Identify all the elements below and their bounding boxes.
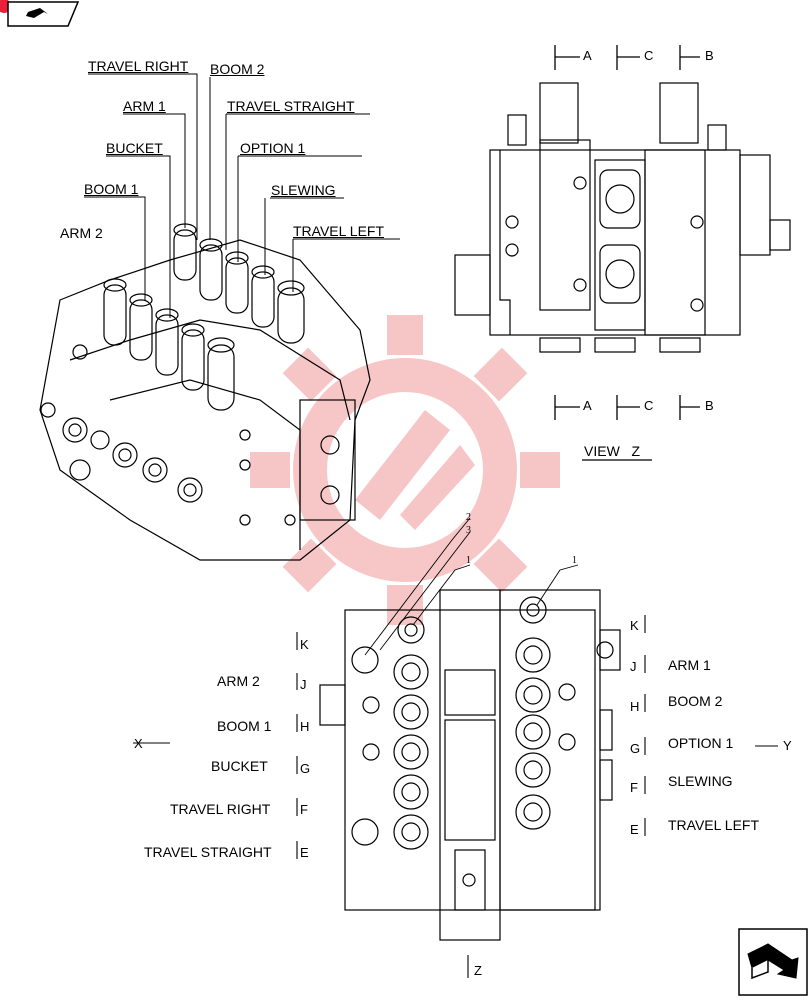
bottom-left-name-0: ARM 2 [217,673,260,689]
callout-3: 3 [466,525,471,536]
bottom-right-port-4: E [630,822,639,837]
port-k-left: K [300,637,309,652]
view-y-label: Y [783,738,792,753]
view-x-label: X [134,736,143,751]
label-travel-left: TRAVEL LEFT [293,223,385,239]
label-bucket: BUCKET [106,140,163,156]
bottom-right-name-4: TRAVEL LEFT [668,817,760,833]
callout-1-left: 1 [466,555,471,566]
bottom-right-name-0: ARM 1 [668,657,711,673]
section-b-top: B [705,48,714,63]
view-z-drawing [454,45,791,461]
label-option-1: OPTION 1 [240,140,306,156]
bottom-right-port-1: H [630,699,640,714]
bottom-left-port-3: F [300,802,308,817]
nav-arrow-icon[interactable] [0,0,80,28]
view-z-title: VIEW Z [584,443,640,459]
label-travel-straight: TRAVEL STRAIGHT [227,98,355,114]
callout-1-right: 1 [572,555,577,566]
bottom-left-name-4: TRAVEL STRAIGHT [144,844,272,860]
bottom-right-port-2: G [630,741,641,756]
port-k-right: K [630,618,639,633]
label-arm-2: ARM 2 [60,225,103,241]
isometric-valve [39,73,400,561]
bottom-left-name-1: BOOM 1 [217,718,272,734]
nav-large-arrow-icon[interactable] [738,928,808,996]
callout-2: 2 [466,512,471,523]
section-a-top: A [583,48,592,63]
section-b-bottom: B [705,398,714,413]
bottom-left-port-1: H [300,719,310,734]
section-a-bottom: A [583,398,592,413]
bottom-right-name-2: OPTION 1 [668,735,734,751]
bottom-view-drawing [133,517,778,978]
label-arm-1: ARM 1 [123,98,166,114]
label-boom-2: BOOM 2 [210,61,265,77]
bottom-left-port-4: E [300,845,309,860]
bottom-right-port-0: J [630,659,637,674]
bottom-right-name-3: SLEWING [668,773,733,789]
bottom-right-port-3: F [630,780,638,795]
bottom-left-port-0: J [300,677,307,692]
bottom-left-port-2: G [300,761,311,776]
section-c-top: C [644,48,654,63]
label-travel-right: TRAVEL RIGHT [88,58,189,74]
bottom-right-name-1: BOOM 2 [668,693,723,709]
bottom-left-name-2: BUCKET [211,758,268,774]
bottom-left-name-3: TRAVEL RIGHT [170,801,271,817]
label-slewing: SLEWING [271,182,336,198]
view-z-label: Z [474,963,482,978]
section-c-bottom: C [644,398,654,413]
label-boom-1: BOOM 1 [84,181,139,197]
